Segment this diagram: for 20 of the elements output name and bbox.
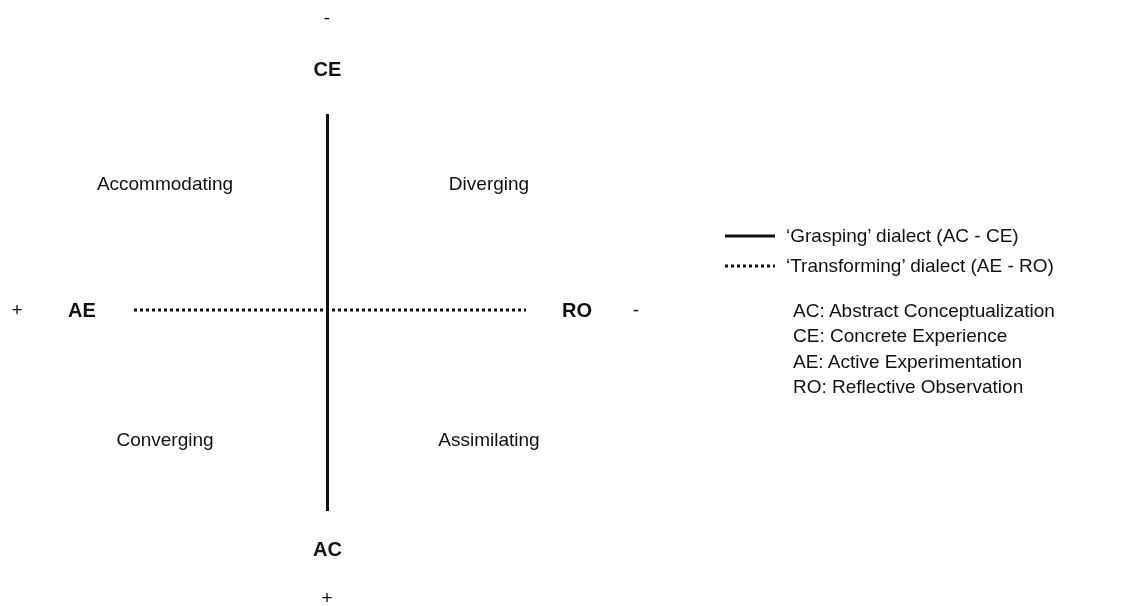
abbreviation-note: CE: Concrete Experience <box>793 325 1008 347</box>
pole-label: CE <box>313 58 342 81</box>
dotted-axis-line <box>134 308 526 312</box>
legend-label: ‘Grasping’ dialect (AC - CE) <box>786 225 1019 247</box>
pole-label: AE <box>68 298 96 322</box>
polarity-sign: + <box>11 299 23 321</box>
legend-label: ‘Transforming’ dialect (AE - RO) <box>786 255 1054 277</box>
quadrant-label: Diverging <box>448 173 530 195</box>
axis-line <box>326 114 329 511</box>
quadrant-label: Converging <box>116 429 214 451</box>
polarity-sign: - <box>323 7 331 29</box>
quadrant-label: Assimilating <box>438 429 540 451</box>
polarity-sign: - <box>632 299 640 321</box>
abbreviation-note: AC: Abstract Conceptualization <box>793 300 1055 322</box>
pole-label: AC <box>313 538 342 561</box>
polarity-sign: + <box>321 587 333 606</box>
quadrant-label: Accommodating <box>96 173 234 195</box>
abbreviation-note: RO: Reflective Observation <box>793 376 1024 398</box>
abbreviation-note: AE: Active Experimentation <box>793 351 1023 373</box>
pole-label: RO <box>562 298 592 322</box>
